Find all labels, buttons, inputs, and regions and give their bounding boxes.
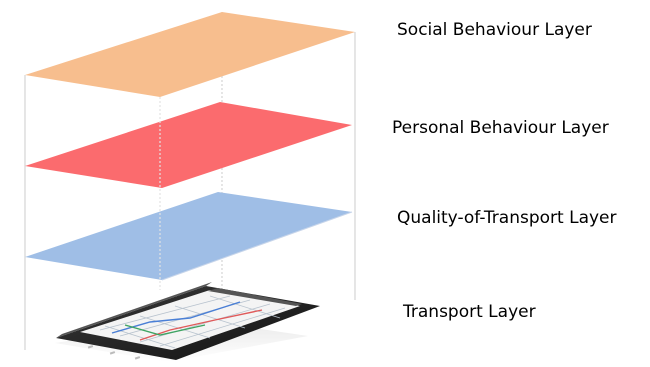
quality-of-transport-layer-plane — [25, 192, 352, 280]
quality-of-transport-layer-label: Quality-of-Transport Layer — [397, 208, 617, 228]
personal-behaviour-layer-label: Personal Behaviour Layer — [392, 118, 609, 138]
social-behaviour-layer-plane — [25, 12, 355, 97]
transport-layer-label: Transport Layer — [403, 302, 536, 322]
smartphone-icon — [55, 282, 320, 362]
social-behaviour-layer-label: Social Behaviour Layer — [397, 20, 592, 40]
personal-behaviour-layer-plane — [25, 102, 352, 188]
map-screen — [80, 290, 300, 350]
